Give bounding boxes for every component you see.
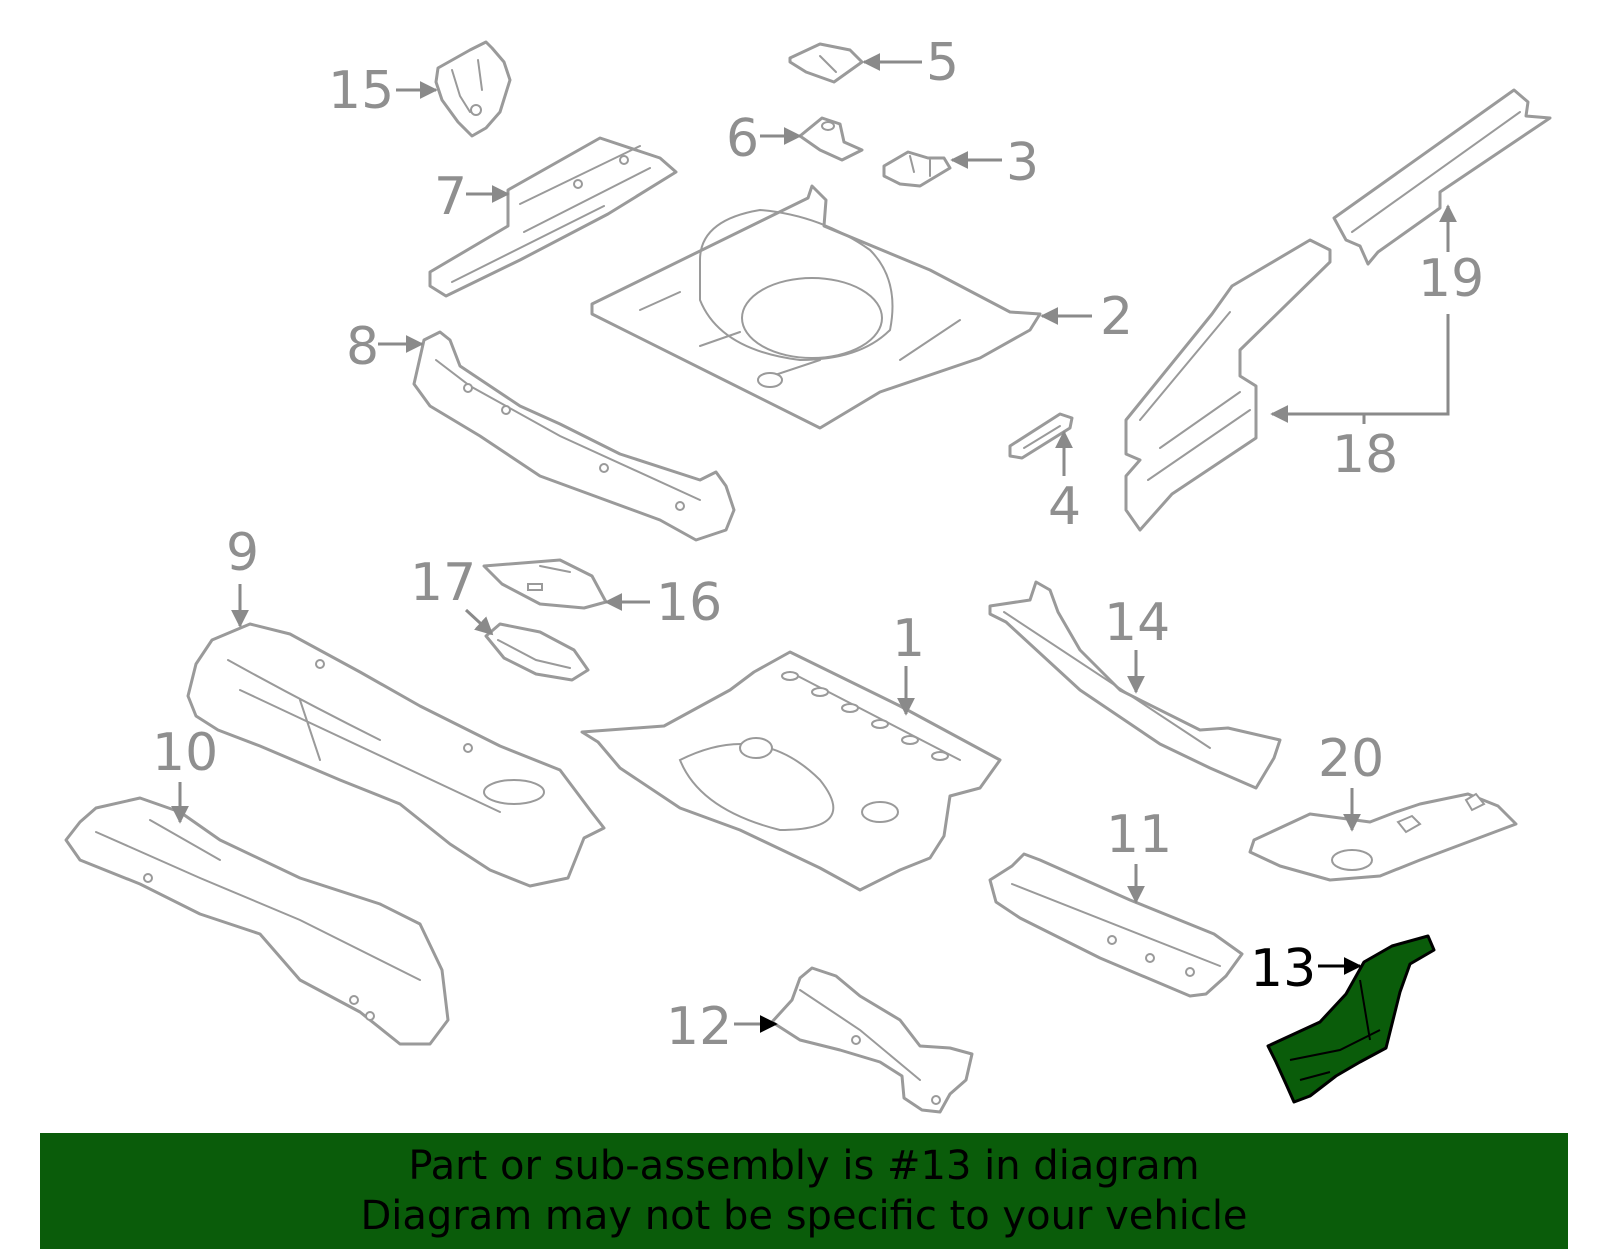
callout-1: 1	[892, 609, 925, 669]
part-19-rail	[1332, 88, 1552, 266]
part-12-bracket	[770, 966, 974, 1114]
part-10-crossmember	[64, 796, 450, 1046]
callout-7: 7	[434, 167, 467, 227]
callout-numbers: 15 5 6 3 7 2 8 4 19 18 9 17 16 1 14 10 2…	[152, 33, 1484, 1057]
callout-20: 20	[1318, 729, 1384, 789]
callout-19: 19	[1418, 249, 1484, 309]
part-3-bracket	[882, 150, 952, 188]
part-11-crossmember	[988, 852, 1244, 998]
callout-8: 8	[346, 317, 379, 377]
part-16-cover	[482, 558, 608, 610]
callout-16: 16	[656, 573, 722, 633]
callout-2: 2	[1100, 287, 1133, 347]
part-4-grommet	[1008, 412, 1074, 460]
banner-line-2: Diagram may not be specific to your vehi…	[360, 1193, 1248, 1239]
part-15-bracket	[434, 40, 512, 138]
callout-12: 12	[666, 997, 732, 1057]
callout-11: 11	[1106, 805, 1172, 865]
part-9-crossmember	[186, 622, 606, 888]
part-8-crossmember	[412, 330, 736, 542]
part-6-bracket	[798, 116, 864, 162]
callout-18: 18	[1332, 425, 1398, 485]
leader-lines	[171, 53, 1457, 1033]
part-20-panel	[1248, 792, 1518, 882]
callout-6: 6	[726, 109, 759, 169]
part-1-front-floor-pan	[580, 650, 1002, 892]
callout-13: 13	[1250, 939, 1316, 999]
callout-5: 5	[926, 33, 959, 93]
banner-line-1: Part or sub-assembly is #13 in diagram	[408, 1143, 1200, 1189]
part-18-rail	[1124, 238, 1332, 532]
part-14-reinforcement	[988, 580, 1282, 790]
callout-15: 15	[328, 61, 394, 121]
callout-4: 4	[1048, 477, 1081, 537]
info-banner: Part or sub-assembly is #13 in diagram D…	[40, 1133, 1568, 1249]
callout-10: 10	[152, 723, 218, 783]
part-5-bracket	[788, 42, 864, 84]
callout-3: 3	[1006, 133, 1039, 193]
part-17-seal	[484, 622, 590, 682]
callout-17: 17	[410, 553, 476, 613]
callout-9: 9	[226, 523, 259, 583]
callout-14: 14	[1104, 593, 1170, 653]
part-2-rear-floor-pan	[590, 184, 1042, 430]
